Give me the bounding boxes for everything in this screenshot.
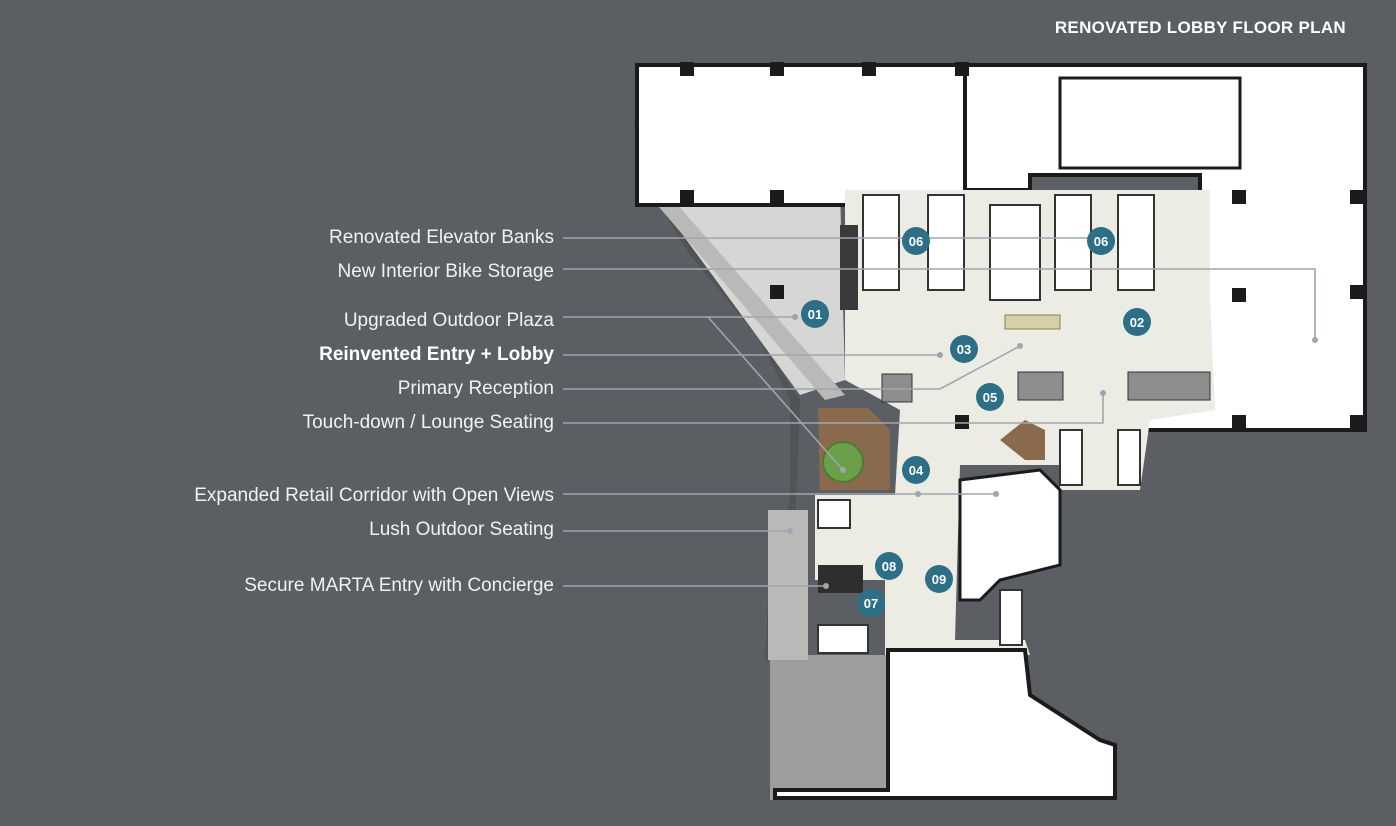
- planter: [822, 441, 864, 483]
- legend-label-lounge-seating: Touch-down / Lounge Seating: [302, 412, 554, 433]
- structural-columns: [680, 62, 1364, 429]
- reception-desk: [1004, 314, 1061, 330]
- svg-text:05: 05: [983, 390, 997, 405]
- outdoor-steps: [768, 510, 808, 660]
- svg-text:09: 09: [932, 572, 946, 587]
- dark-core: [840, 225, 858, 310]
- legend-label-primary-reception: Primary Reception: [397, 378, 554, 399]
- legend-label-elevator-banks: Renovated Elevator Banks: [329, 227, 554, 248]
- leader-lines: [563, 237, 1316, 587]
- legend-label-retail-corridor: Expanded Retail Corridor with Open Views: [194, 485, 554, 506]
- lower-tenant-space: [773, 648, 1117, 800]
- svg-text:06: 06: [1094, 234, 1108, 249]
- badge-08: 08: [875, 552, 903, 580]
- badge-01: 01: [801, 300, 829, 328]
- svg-text:04: 04: [909, 463, 924, 478]
- core-stair: [989, 204, 1041, 301]
- leader-dots: [787, 314, 1318, 589]
- lower-elevator-right: [999, 589, 1023, 646]
- badge-09: 09: [925, 565, 953, 593]
- top-left-tenant-space: [635, 63, 969, 207]
- badge-05: 05: [976, 383, 1004, 411]
- lower-outdoor-plaza: [770, 655, 890, 800]
- svg-text:06: 06: [909, 234, 923, 249]
- lounge-seating-center: [1017, 371, 1064, 401]
- elevator-bank-west: [862, 194, 965, 291]
- retail-space-east: [958, 468, 1062, 602]
- badge-07: 07: [857, 589, 885, 617]
- legend-label-marta-entry: Secure MARTA Entry with Concierge: [244, 575, 554, 596]
- svg-text:07: 07: [864, 596, 878, 611]
- badge-06-east: 06: [1087, 227, 1115, 255]
- lower-elevator-east: [1117, 429, 1141, 486]
- lounge-seating-west: [881, 373, 913, 403]
- badge-02: 02: [1123, 308, 1151, 336]
- wood-bench: [1000, 420, 1045, 460]
- lounge-seating-east: [1127, 371, 1211, 401]
- svg-text:02: 02: [1130, 315, 1144, 330]
- legend-label-entry-lobby: Reinvented Entry + Lobby: [319, 344, 554, 365]
- marta-elevator: [817, 499, 851, 529]
- svg-text:03: 03: [957, 342, 971, 357]
- legend-label-bike-storage: New Interior Bike Storage: [337, 261, 555, 282]
- legend-label-outdoor-plaza: Upgraded Outdoor Plaza: [343, 310, 554, 331]
- badge-06-west: 06: [902, 227, 930, 255]
- lower-core-box: [817, 624, 869, 654]
- right-inner-partition: [1058, 76, 1242, 170]
- badge-04: 04: [902, 456, 930, 484]
- legend-label-outdoor-seating: Lush Outdoor Seating: [369, 519, 554, 540]
- lower-elevator-center: [1059, 429, 1083, 486]
- badge-03: 03: [950, 335, 978, 363]
- svg-text:01: 01: [808, 307, 822, 322]
- elevator-bank-east: [1054, 194, 1155, 291]
- plan-title: RENOVATED LOBBY FLOOR PLAN: [1054, 18, 1346, 37]
- svg-text:08: 08: [882, 559, 896, 574]
- marta-stair: [818, 565, 863, 593]
